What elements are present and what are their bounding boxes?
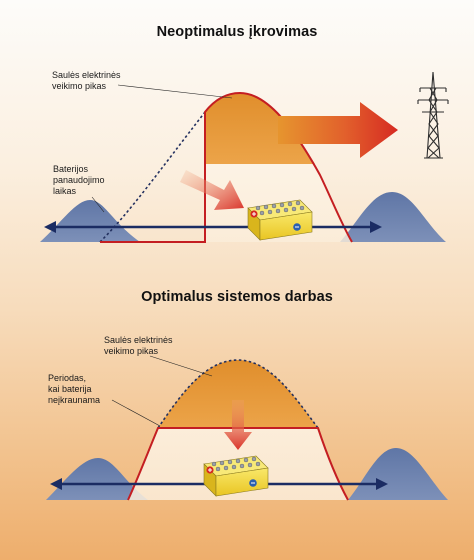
diagram-1-title: Neoptimalus įkrovimas	[156, 24, 318, 40]
battery-usage-hill-left	[40, 200, 140, 242]
surplus-base-area	[205, 164, 352, 242]
battery-icon	[203, 455, 269, 497]
solar-peak-area	[158, 360, 318, 428]
charge-battery-arrow	[224, 400, 252, 450]
solar-curve-dashed	[99, 111, 206, 243]
diagram-suboptimal	[40, 71, 449, 243]
diagram-2-side-label: Periodas, kai baterija neįkraunama	[48, 373, 101, 405]
time-axis	[44, 221, 382, 233]
battery-icon	[247, 199, 313, 241]
battery-usage-hill-right	[340, 192, 446, 242]
export-to-grid-arrow	[278, 102, 398, 158]
solar-surplus-area	[205, 93, 315, 164]
battery-usage-hill-right	[348, 448, 448, 500]
battery-usage-hill-left	[46, 458, 148, 500]
diagram-1-side-label: Baterijos panaudojimo laikas	[53, 164, 105, 196]
diagram-1-peak-label: Saulės elektrinės veikimo pikas	[52, 70, 121, 91]
charge-battery-arrow	[180, 170, 244, 210]
solar-curve	[100, 91, 353, 243]
solar-curve-dashed	[157, 359, 319, 429]
diagram-2-peak-label: Saulės elektrinės veikimo pikas	[104, 335, 173, 356]
diagram-optimal	[46, 355, 448, 501]
diagram-2-title: Optimalus sistemos darbas	[141, 289, 333, 305]
power-pylon-icon	[417, 71, 449, 159]
